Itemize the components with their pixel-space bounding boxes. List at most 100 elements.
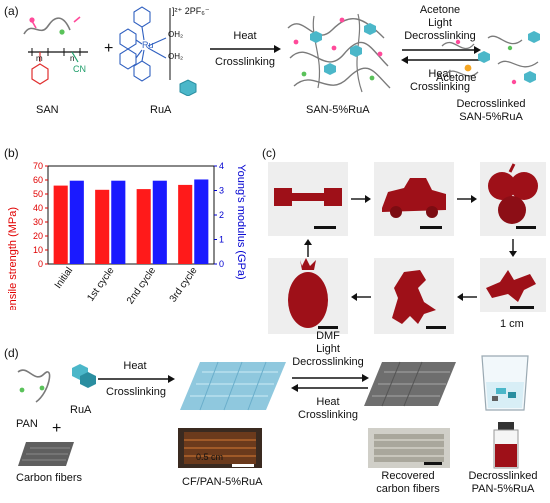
chem-oh2-top: OH₂ xyxy=(168,30,184,39)
bar-youngs-modulus xyxy=(69,180,84,264)
photo-pineapple xyxy=(268,258,348,334)
recovered-fiber-sheet-icon xyxy=(364,361,456,407)
cycle-arrow-2-icon xyxy=(457,195,477,203)
chart-ylabel-left: Tensile strength (MPa) xyxy=(7,207,19,310)
pan-structure-icon xyxy=(17,369,51,403)
cycle-arrow-up-icon xyxy=(304,239,312,257)
chem-m: m xyxy=(36,54,43,63)
chem-cn: CN xyxy=(73,64,86,74)
beaker-icon xyxy=(481,355,529,411)
rev-d-top-1: DMF xyxy=(316,330,340,342)
chem-oh2-bottom: OH₂ xyxy=(168,52,184,61)
arrow-d1-top-label: Heat xyxy=(123,360,147,372)
product-label: SAN-5%RuA xyxy=(306,104,370,116)
recovered-label-1: Recovered xyxy=(381,470,435,482)
left-tick-label: 70 xyxy=(33,161,43,171)
san-network-icon xyxy=(287,13,391,93)
bar-youngs-modulus xyxy=(194,179,209,264)
right-tick-label: 0 xyxy=(219,259,224,269)
photo-composite xyxy=(178,428,262,468)
arrow-d1-bottom-label: Crosslinking xyxy=(106,386,166,398)
plus-sign-a: + xyxy=(104,40,114,57)
rua-charge: ]²⁺ 2PF₆⁻ xyxy=(172,6,210,16)
bar-youngs-modulus xyxy=(111,180,126,264)
rev-d-bottom-1: Heat xyxy=(316,396,340,408)
right-tick-label: 1 xyxy=(219,235,224,245)
category-label: Initial xyxy=(53,265,75,290)
photo-car xyxy=(374,162,454,236)
carbon-fibers-label: Carbon fibers xyxy=(16,472,83,484)
rev-bottom-2: Crosslinking xyxy=(410,81,470,93)
san-structure-icon xyxy=(23,16,88,85)
photo-recovered xyxy=(368,428,450,468)
left-tick-label: 40 xyxy=(33,203,43,213)
scale-label-d: 0.5 cm xyxy=(196,452,224,462)
left-tick-label: 30 xyxy=(33,217,43,227)
carbon-fiber-sheet-icon xyxy=(18,442,74,466)
pan-label: PAN xyxy=(16,418,38,430)
decrosslinked-label-2: SAN-5%RuA xyxy=(459,111,523,123)
rua-label-d: RuA xyxy=(70,404,92,416)
right-tick-label: 2 xyxy=(219,210,224,220)
photo-cherries xyxy=(480,162,546,236)
rev-d-top-2: Light xyxy=(316,343,340,355)
bar-tensile-strength xyxy=(53,185,68,264)
composite-sheet-icon xyxy=(180,361,286,411)
cycle-arrow-4-icon xyxy=(351,293,371,301)
bar-tensile-strength xyxy=(178,184,193,264)
category-label: 2nd cycle xyxy=(125,265,158,306)
reversible-arrow-icon xyxy=(401,46,481,64)
left-tick-label: 50 xyxy=(33,189,43,199)
decrosslinked-network-icon xyxy=(441,31,540,85)
vial-icon xyxy=(493,422,519,469)
category-label: 3rd cycle xyxy=(168,265,200,304)
bar-tensile-strength xyxy=(95,189,110,264)
rev-d-top-3: Decrosslinking xyxy=(292,356,364,368)
left-tick-label: 10 xyxy=(33,245,43,255)
san-label: SAN xyxy=(36,104,59,116)
panel-a-label: (a) xyxy=(4,4,19,18)
chem-ru: Ru xyxy=(142,40,154,50)
right-tick-label: 3 xyxy=(219,186,224,196)
photo-fragment xyxy=(480,258,546,312)
arrow1-top-label: Heat xyxy=(233,30,257,42)
recovered-label-2: carbon fibers xyxy=(376,483,440,495)
rua-structure-icon xyxy=(119,6,197,96)
rua-label: RuA xyxy=(150,104,172,116)
chem-n: n xyxy=(70,54,75,63)
panel-b-label: (b) xyxy=(4,146,19,160)
photo-dogbone xyxy=(268,162,348,236)
reversible-arrow-d-icon xyxy=(291,374,369,392)
cycle-arrow-1-icon xyxy=(351,195,371,203)
photo-dinosaur xyxy=(374,258,454,334)
composite-label: CF/PAN-5%RuA xyxy=(182,476,263,488)
scale-label-c: 1 cm xyxy=(500,318,524,330)
panel-c-label: (c) xyxy=(262,146,276,160)
left-tick-label: 60 xyxy=(33,175,43,185)
forward-arrow-icon xyxy=(210,45,281,53)
bar-tensile-strength xyxy=(136,189,151,264)
chart-ylabel-right: Young's modulus (GPa) xyxy=(235,164,247,279)
category-label: 1st cycle xyxy=(85,265,117,304)
right-tick-label: 4 xyxy=(219,161,224,171)
rev-top-1: Acetone xyxy=(419,4,461,16)
rua-cluster-icon xyxy=(72,364,96,388)
rev-d-bottom-2: Crosslinking xyxy=(298,409,358,421)
acetone-label: Acetone xyxy=(436,72,477,84)
rev-top-3: Decrosslinking xyxy=(404,30,476,42)
left-tick-label: 20 xyxy=(33,231,43,241)
arrow1-bottom-label: Crosslinking xyxy=(215,56,275,68)
bar-youngs-modulus xyxy=(152,180,167,264)
rev-top-2: Light xyxy=(428,17,452,29)
decrosslinked-label-1: Decrosslinked xyxy=(456,98,526,110)
decross-d-label-1: Decrosslinked xyxy=(468,470,538,482)
decross-d-label-2: PAN-5%RuA xyxy=(471,483,535,495)
left-tick-label: 0 xyxy=(38,259,43,269)
rev-bottom-1: Heat xyxy=(428,68,452,80)
panel-d-label: (d) xyxy=(4,346,19,360)
forward-arrow-d-icon xyxy=(98,375,175,383)
cycle-arrow-3-icon xyxy=(457,293,477,301)
cycle-arrow-down-icon xyxy=(509,239,517,257)
plus-sign-d: + xyxy=(52,420,62,437)
